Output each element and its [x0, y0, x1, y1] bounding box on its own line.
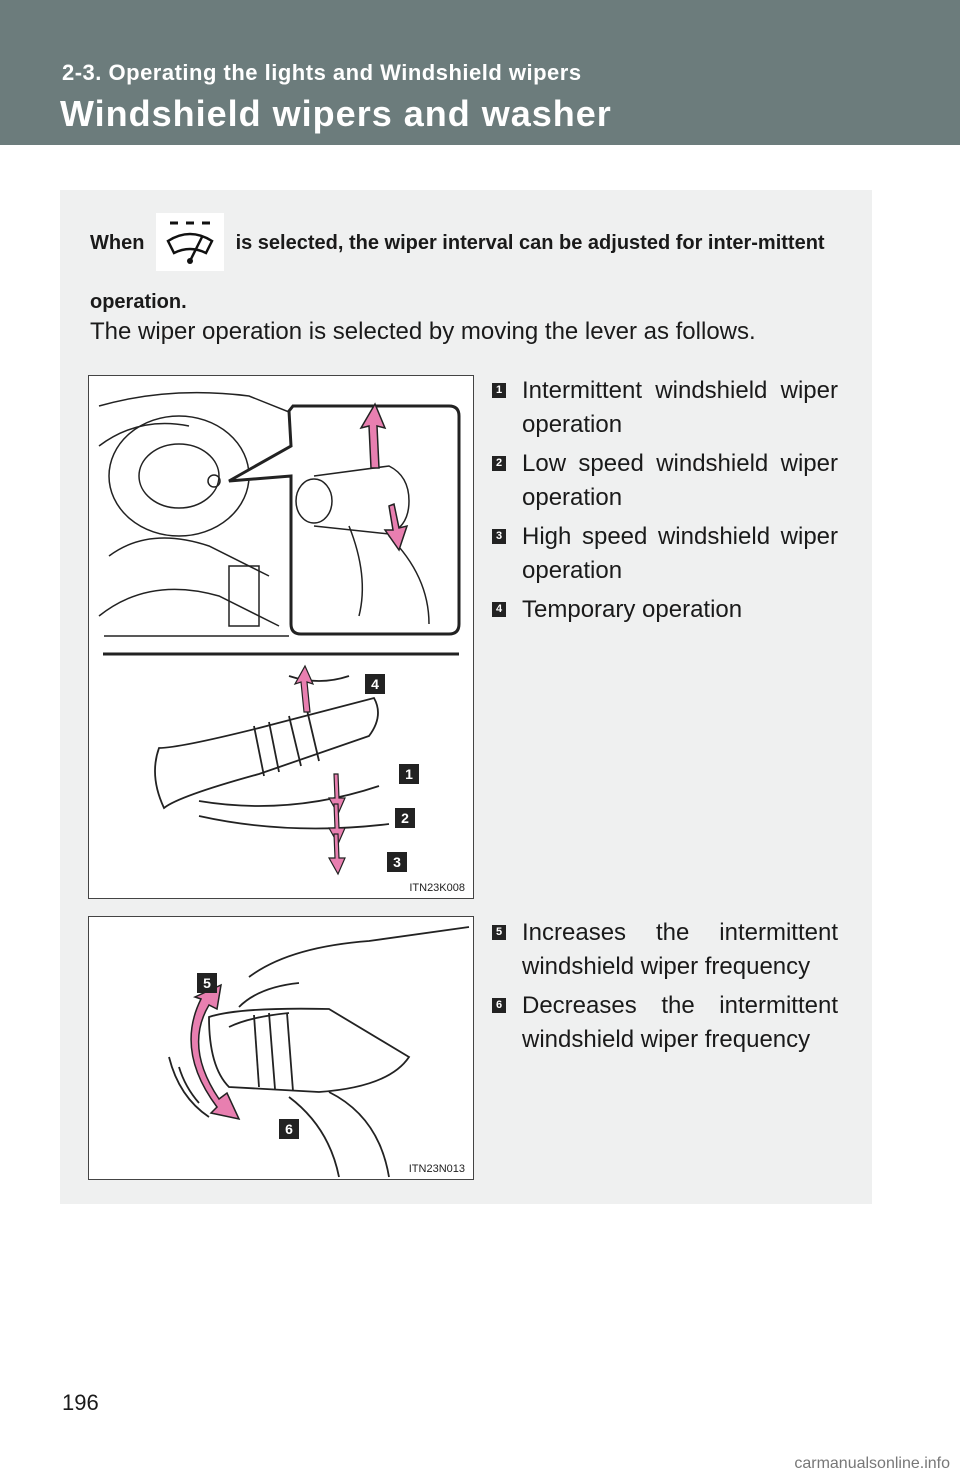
description: The wiper operation is selected by movin… — [90, 318, 756, 345]
item-text: Intermittent windshield wiper operation — [522, 377, 838, 438]
item-text: Decreases the intermittent windshield wi… — [522, 992, 838, 1053]
operation-list: 1 Intermittent windshield wiper operatio… — [492, 374, 838, 632]
lever-drawing — [98, 391, 461, 876]
list-item: 4 Temporary operation — [492, 593, 838, 627]
ring-drawing — [168, 926, 470, 1178]
figure-code: ITN23K008 — [409, 882, 465, 894]
intro-paragraph: When is selected, the wiper interval can… — [90, 212, 840, 331]
callout-1: 1 — [399, 764, 419, 784]
page-header: 2-3. Operating the lights and Windshield… — [0, 0, 960, 145]
item-number: 1 — [492, 383, 506, 398]
intro-text-before: When — [90, 232, 145, 254]
item-number: 3 — [492, 529, 506, 544]
figure-code: ITN23N013 — [408, 1163, 465, 1175]
item-text: Temporary operation — [522, 596, 743, 623]
item-text: Low speed windshield wiper operation — [522, 450, 838, 511]
section-heading: 2-3. Operating the lights and Windshield… — [62, 60, 582, 85]
callout-4: 4 — [365, 674, 385, 694]
page-title: Windshield wipers and washer — [60, 93, 612, 134]
item-number: 6 — [492, 998, 506, 1013]
callout-3: 3 — [387, 852, 407, 872]
frequency-list: 5 Increases the intermittent windshield … — [492, 916, 838, 1062]
watermark: carmanualsonline.info — [794, 1455, 950, 1472]
item-number: 4 — [492, 602, 506, 617]
intermittent-wiper-icon — [156, 212, 224, 271]
item-number: 2 — [492, 456, 506, 471]
item-number: 5 — [492, 925, 506, 940]
callout-2: 2 — [395, 808, 415, 828]
callout-6: 6 — [279, 1119, 299, 1139]
item-text: Increases the intermittent windshield wi… — [522, 919, 838, 980]
list-item: 6 Decreases the intermittent windshield … — [492, 989, 838, 1057]
list-item: 3 High speed windshield wiper operation — [492, 520, 838, 588]
list-item: 1 Intermittent windshield wiper operatio… — [492, 374, 838, 442]
intro-text-after: is selected, the wiper interval can be a… — [90, 232, 825, 313]
list-item: 2 Low speed windshield wiper operation — [492, 447, 838, 515]
list-item: 5 Increases the intermittent windshield … — [492, 916, 838, 984]
page-number: 196 — [62, 1390, 99, 1415]
item-text: High speed windshield wiper operation — [522, 523, 838, 584]
interval-ring-illustration: 5 6 ITN23N013 — [88, 916, 474, 1180]
callout-5: 5 — [197, 973, 217, 993]
wiper-lever-illustration: 4 1 2 3 ITN23K008 — [88, 375, 474, 899]
